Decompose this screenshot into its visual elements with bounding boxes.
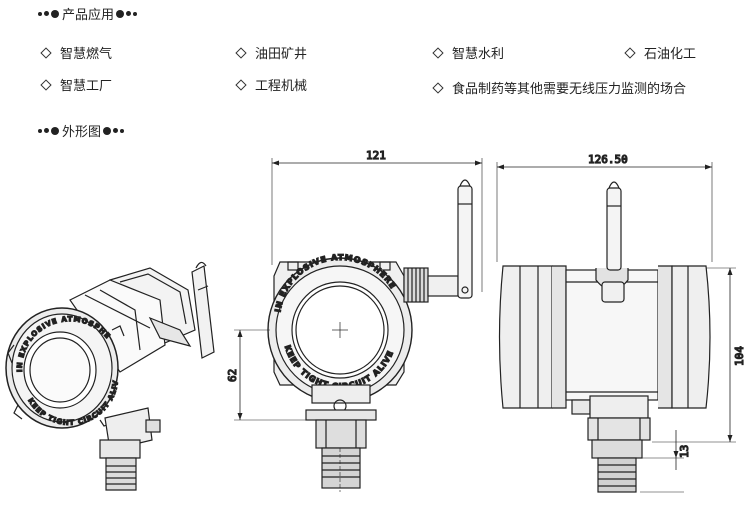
outline-title: 外形图 [62, 125, 102, 140]
application-item: 食品制药等其他需要无线压力监测的场合 [432, 78, 686, 97]
application-item: 油田矿井 [235, 43, 307, 62]
dim-front-width: 121 [366, 149, 386, 162]
application-item: 智慧水利 [432, 43, 504, 62]
applications-section-title: 产品应用 [38, 4, 138, 23]
outline-section-title: 外形图 [38, 121, 125, 140]
front-view: 121 IN EXPLOSIVE ATMOSPHERE KEEP TIGHT C… [225, 148, 483, 492]
dim-side-height: 104 [733, 346, 746, 366]
isometric-view: IN EXPLOSIVE ATMOSPHERE KEEP TIGHT CIRCU… [0, 0, 215, 491]
dim-side-width: 126.50 [588, 153, 628, 166]
title-dots-left [38, 126, 59, 135]
application-item: 智慧工厂 [40, 75, 112, 94]
side-view: 126.50 104 [496, 152, 747, 493]
dim-side-thread: 13 [678, 445, 691, 458]
dim-front-height: 62 [226, 369, 239, 382]
application-item: 工程机械 [235, 75, 307, 94]
title-dots-left [38, 9, 59, 18]
application-item: 智慧燃气 [40, 43, 112, 62]
title-dots-right [116, 9, 138, 18]
applications-title: 产品应用 [62, 8, 115, 23]
application-item: 石油化工 [624, 43, 696, 62]
title-dots-right [103, 126, 125, 135]
